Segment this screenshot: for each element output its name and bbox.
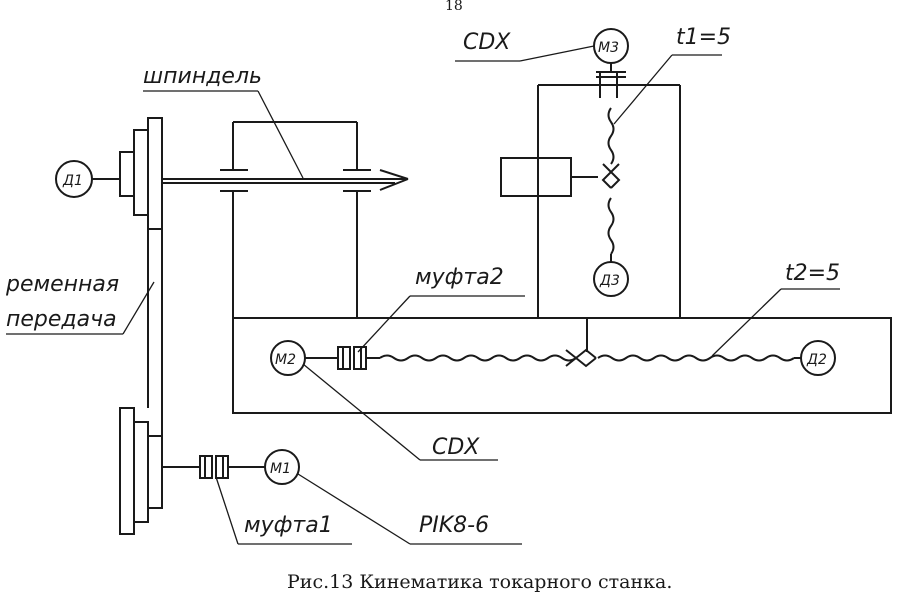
coupling-1 <box>199 455 229 479</box>
spindle-label: шпиндель <box>143 64 262 89</box>
page-number: 18 <box>445 0 463 14</box>
t1-pitch-label: t1=5 <box>676 25 731 50</box>
sensor-d1-label: Д1 <box>62 173 83 189</box>
sensor-d2-label: Д2 <box>806 352 827 368</box>
coupling-2 <box>337 346 380 370</box>
motor-m3-label: M3 <box>598 40 619 56</box>
spindle-housing <box>220 121 371 318</box>
sensor-d3-circle <box>593 261 629 297</box>
lower-pulley <box>119 407 163 535</box>
sensor-d2-circle <box>800 340 836 376</box>
upper-pulley <box>119 117 163 230</box>
vertical-lead-screw <box>601 107 621 262</box>
coupling1-label: муфта1 <box>244 513 333 538</box>
carriage-frame <box>537 84 681 352</box>
figure-caption: Рис.13 Кинематика токарного станка. <box>287 571 672 593</box>
cdx-top-label: CDX <box>463 30 511 55</box>
coupling2-label: муфта2 <box>415 265 504 290</box>
tool-holder <box>500 157 572 197</box>
spindle-shaft <box>162 169 409 191</box>
horizontal-lead-screw <box>379 348 801 368</box>
motor-m1-label: M1 <box>270 461 291 477</box>
motor-model-label: PIK8-6 <box>419 513 489 538</box>
cdx-bottom-label: CDX <box>432 435 480 460</box>
belt-drive-label-line1: ременная <box>5 272 119 297</box>
t2-pitch-label: t2=5 <box>785 261 840 286</box>
motor-m2-label: M2 <box>275 352 296 368</box>
sensor-d3-label: Д3 <box>599 273 620 289</box>
motor-m1-circle <box>264 449 300 485</box>
belt <box>147 229 163 436</box>
belt-drive-label-line2: передача <box>6 307 117 332</box>
machine-bed <box>232 317 892 414</box>
